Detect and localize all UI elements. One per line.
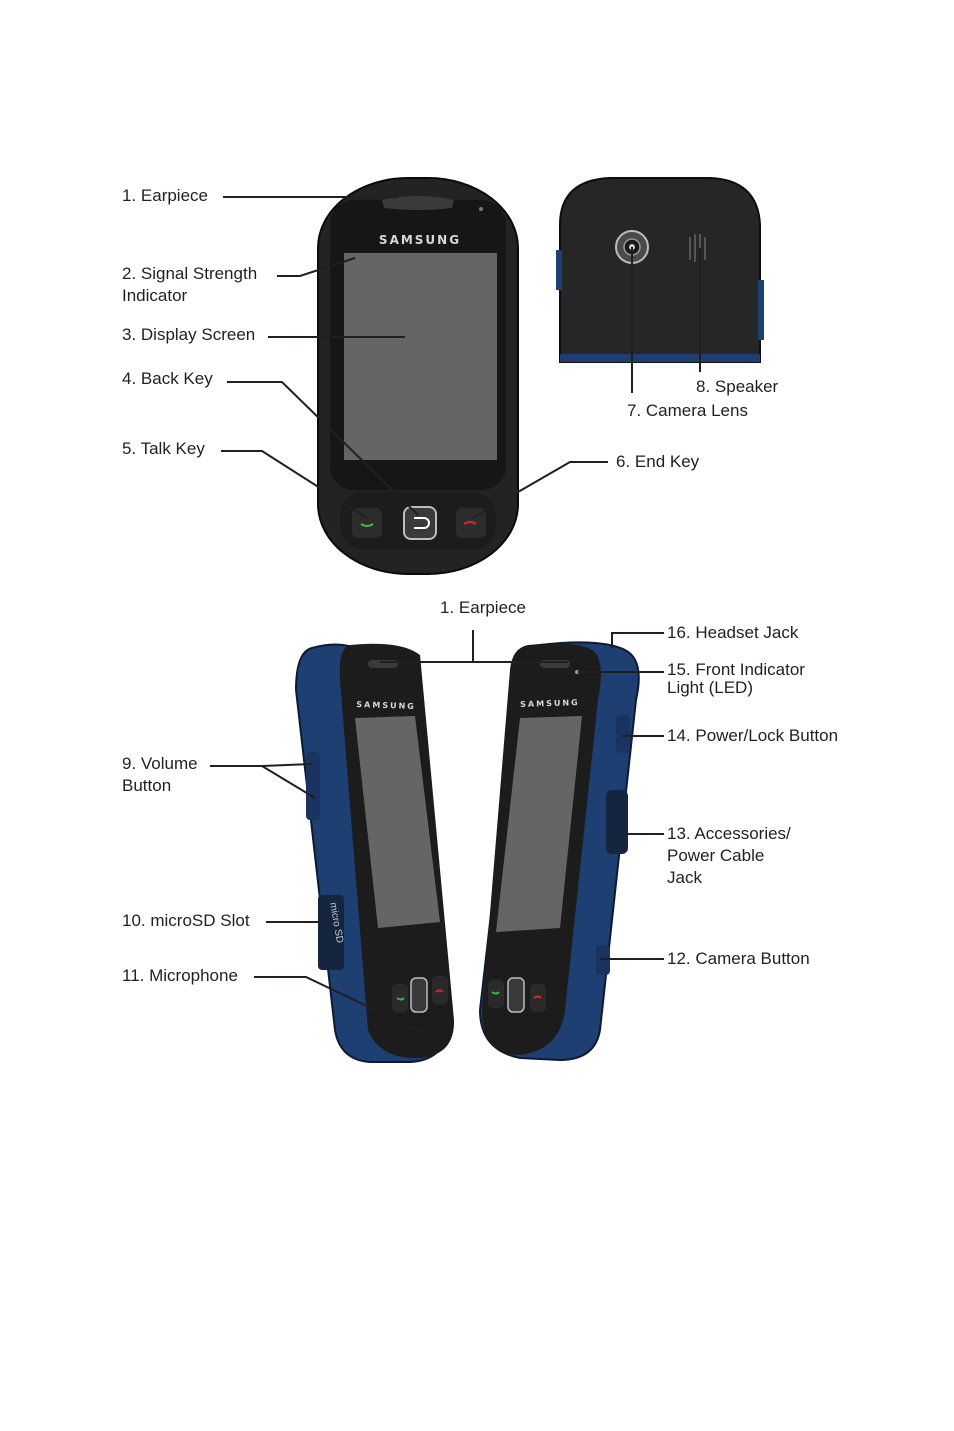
display-screen — [344, 253, 497, 460]
leader-lines — [210, 196, 701, 1041]
brand-logo-left: SAMSUNG — [356, 700, 416, 711]
label-earpiece-top: 1. Earpiece — [122, 186, 208, 205]
label-camera-button: 12. Camera Button — [667, 949, 810, 968]
label-accessories-jack: 13. Accessories/ Power Cable Jack — [667, 824, 791, 887]
talk-key-icon — [360, 523, 374, 527]
label-earpiece-bottom: 1. Earpiece — [440, 598, 526, 617]
label-power-lock: 14. Power/Lock Button — [667, 726, 839, 745]
right-view-screen — [496, 716, 582, 932]
phone-right-side-view: SAMSUNG — [478, 641, 640, 1062]
brand-logo-right: SAMSUNG — [520, 698, 580, 709]
label-end-key: 6. End Key — [616, 452, 700, 471]
back-key — [403, 506, 437, 540]
back-arrow-icon — [414, 517, 430, 529]
label-microsd-slot: 10. microSD Slot — [122, 911, 250, 930]
label-display-screen: 3. Display Screen — [122, 325, 256, 344]
label-microphone: 11. Microphone — [122, 966, 238, 985]
brand-logo-front: SAMSUNG — [379, 233, 461, 247]
left-view-screen — [355, 716, 440, 928]
label-camera-lens: 7. Camera Lens — [627, 401, 748, 420]
label-talk-key: 5. Talk Key — [122, 439, 205, 458]
label-volume-button: 9. Volume Button — [122, 754, 198, 795]
front-sensor — [479, 207, 483, 211]
phone-left-side-view: SAMSUNG micro SD — [294, 643, 455, 1063]
earpiece-grille — [382, 196, 454, 210]
label-headset-jack: 16. Headset Jack — [667, 623, 799, 642]
phone-back-view — [556, 177, 764, 363]
label-speaker: 8. Speaker — [696, 377, 779, 396]
accessories-jack-cover — [606, 790, 628, 854]
label-signal-strength: 2. Signal Strength Indicator — [122, 264, 258, 305]
volume-button — [306, 752, 320, 820]
phone-front-view: SAMSUNG — [317, 177, 519, 575]
label-front-led: 15. Front Indicator Light (LED) — [667, 660, 805, 697]
end-key-icon — [463, 521, 477, 525]
label-back-key: 4. Back Key — [122, 369, 213, 388]
microsd-slot-cover — [318, 895, 344, 970]
power-lock-button — [616, 715, 630, 753]
talk-key — [352, 508, 382, 538]
